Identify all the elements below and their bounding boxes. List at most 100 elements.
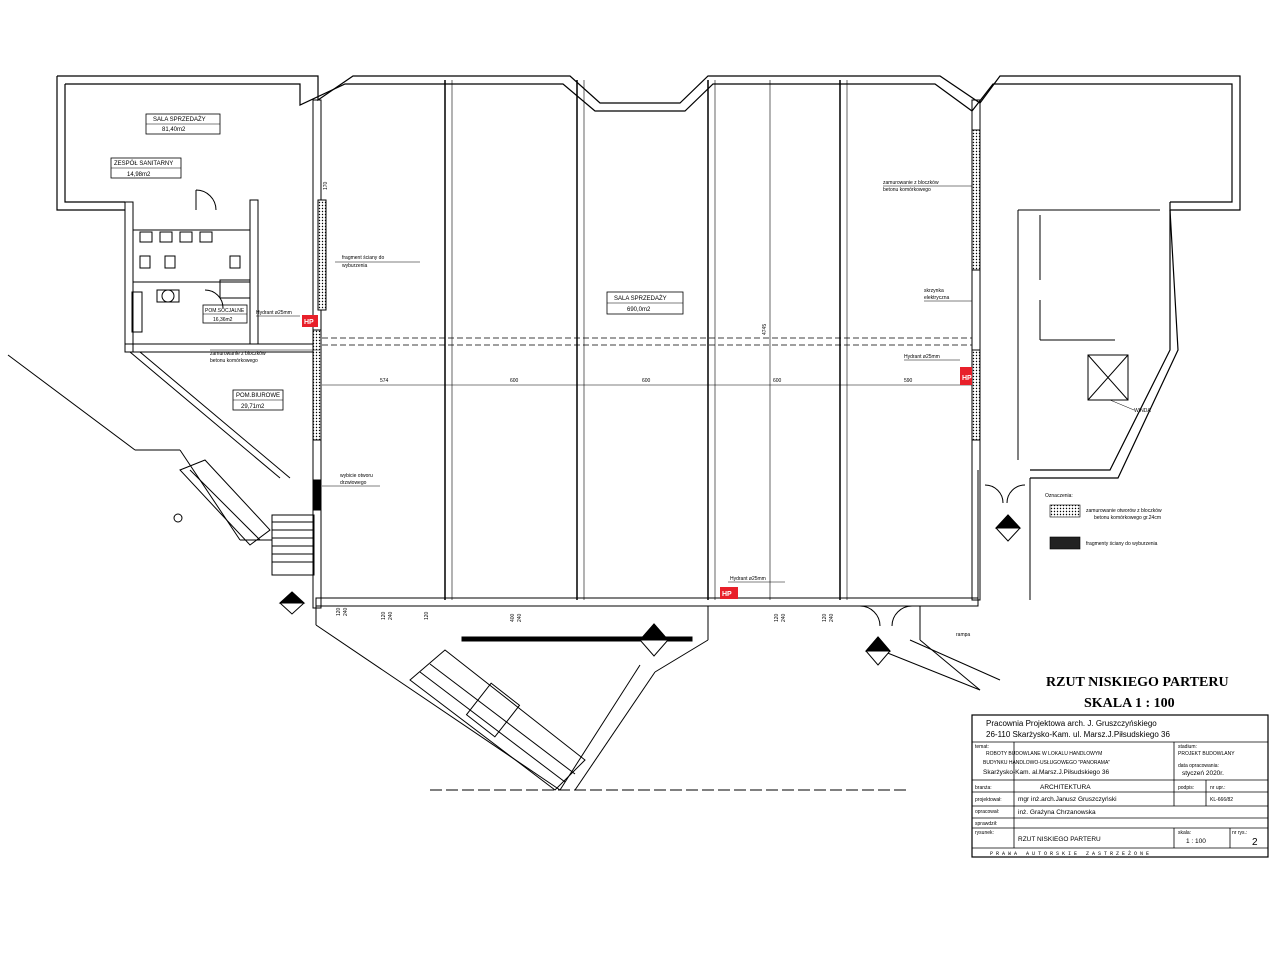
svg-text:Skarżysko-Kam. al.Marsz.J.Piłs: Skarżysko-Kam. al.Marsz.J.Piłsudskiego 3…	[983, 769, 1109, 776]
left-partition-wall	[312, 99, 327, 609]
sala-big-name: SALA SPRZEDAŻY	[614, 295, 667, 302]
svg-text:240: 240	[517, 613, 523, 622]
office-name: POM.BIUROWE	[236, 393, 280, 399]
svg-text:sprawdził:: sprawdził:	[975, 821, 997, 827]
dimensions: 574 600 600 600 590 120 240 120 240 120 …	[323, 181, 913, 622]
svg-text:skrzynka: skrzynka	[924, 288, 944, 294]
svg-text:fragmenty ściany do wyburzenia: fragmenty ściany do wyburzenia	[1086, 541, 1158, 547]
svg-text:temat:: temat:	[975, 744, 989, 750]
svg-text:600: 600	[642, 378, 651, 384]
hydrant-left-box	[302, 315, 318, 327]
svg-text:data opracowania:: data opracowania:	[1178, 763, 1219, 769]
svg-text:rampa: rampa	[956, 632, 970, 638]
svg-text:zamurowanie z bloczków: zamurowanie z bloczków	[210, 351, 266, 357]
svg-text:Pracownia Projektowa arch. J.: Pracownia Projektowa arch. J. Gruszczyńs…	[986, 719, 1157, 728]
svg-text:PRAWA AUTORSKIE ZASTRZEŻONE: PRAWA AUTORSKIE ZASTRZEŻONE	[990, 850, 1152, 857]
sala-big-area: 690,0m2	[627, 307, 651, 313]
svg-text:wybicie otworu: wybicie otworu	[340, 473, 373, 479]
title-block	[971, 714, 1269, 858]
svg-text:RZUT NISKIEGO PARTERU: RZUT NISKIEGO PARTERU	[1046, 675, 1229, 690]
svg-text:HP: HP	[962, 375, 972, 382]
structural-grid	[322, 80, 972, 600]
svg-text:120: 120	[336, 607, 342, 616]
svg-text:Hydrant ø25mm: Hydrant ø25mm	[730, 576, 766, 582]
svg-text:branża:: branża:	[975, 785, 992, 791]
svg-text:26-110 Skarżysko-Kam. ul. Mars: 26-110 Skarżysko-Kam. ul. Marsz.J.Piłsud…	[986, 730, 1170, 739]
sala-small-area: 81,40m2	[162, 127, 186, 133]
svg-text:240: 240	[343, 607, 349, 616]
title-block-text: Pracownia Projektowa arch. J. Gruszczyńs…	[975, 719, 1258, 857]
svg-text:KL-666/82: KL-666/82	[1210, 797, 1233, 803]
level-markers	[278, 514, 1022, 666]
svg-text:podpis:: podpis:	[1178, 785, 1194, 791]
svg-text:Hydrant ø25mm: Hydrant ø25mm	[904, 354, 940, 360]
svg-text:betonu komórkowego gr.24cm: betonu komórkowego gr.24cm	[1094, 515, 1161, 521]
social-name: POM.SOCJALNE	[205, 308, 245, 314]
svg-text:574: 574	[380, 378, 389, 384]
office-area: 29,71m2	[241, 404, 265, 410]
svg-text:120: 120	[774, 613, 780, 622]
svg-text:4745: 4745	[762, 324, 768, 335]
svg-text:nr upr.:: nr upr.:	[1210, 785, 1226, 791]
svg-text:240: 240	[829, 613, 835, 622]
svg-text:WINDA: WINDA	[1134, 408, 1151, 414]
bottom-wall	[315, 470, 1031, 791]
svg-text:betonu komórkowego: betonu komórkowego	[210, 358, 258, 364]
left-rooms-walls	[124, 189, 318, 353]
svg-text:120: 120	[822, 613, 828, 622]
annotations: fragment ściany do wyburzenia Hydrant ø2…	[210, 180, 1151, 638]
svg-text:400: 400	[510, 613, 516, 622]
legend: Oznaczenia: zamurowanie otworów z bloczk…	[1045, 493, 1162, 550]
svg-text:mgr inż.arch.Janusz Gruszczyńs: mgr inż.arch.Janusz Gruszczyński	[1018, 796, 1117, 803]
svg-text:HP: HP	[722, 591, 732, 598]
svg-text:HP: HP	[304, 319, 314, 326]
svg-text:inż. Grażyna Chrzanowska: inż. Grażyna Chrzanowska	[1018, 809, 1096, 816]
svg-text:projektował:: projektował:	[975, 797, 1002, 803]
stairs-left	[7, 351, 315, 576]
hydrant-bottom-box	[720, 587, 738, 599]
svg-text:fragment ściany do: fragment ściany do	[342, 255, 384, 261]
svg-text:zamurowanie otworów z bloczków: zamurowanie otworów z bloczków	[1086, 508, 1162, 514]
svg-text:SKALA 1 : 100: SKALA 1 : 100	[1084, 696, 1175, 711]
svg-text:2: 2	[1252, 837, 1258, 848]
svg-text:RZUT NISKIEGO PARTERU: RZUT NISKIEGO PARTERU	[1018, 836, 1101, 843]
sala-small-name: SALA SPRZEDAŻY	[153, 116, 206, 123]
svg-text:drzwiowego: drzwiowego	[340, 480, 367, 486]
stairs-bottom	[409, 636, 1001, 791]
hydrant-right-box	[960, 367, 972, 385]
drawing-title: RZUT NISKIEGO PARTERU SKALA 1 : 100	[1046, 675, 1229, 711]
svg-text:PROJEKT BUDOWLANY: PROJEKT BUDOWLANY	[1178, 751, 1235, 757]
svg-text:nr rys.:: nr rys.:	[1232, 830, 1247, 836]
svg-text:zamurowanie z bloczków: zamurowanie z bloczków	[883, 180, 939, 186]
svg-text:240: 240	[388, 611, 394, 620]
svg-text:1 : 100: 1 : 100	[1186, 838, 1206, 845]
room-labels: SALA SPRZEDAŻY 81,40m2 ZESPÓŁ SANITARNY …	[110, 113, 684, 411]
svg-text:120: 120	[424, 611, 430, 620]
svg-text:240: 240	[781, 613, 787, 622]
svg-text:BUDYNKU HANDLOWO-USŁUGOWEGO "P: BUDYNKU HANDLOWO-USŁUGOWEGO "PANORAMA"	[983, 760, 1110, 766]
svg-text:elektryczna: elektryczna	[924, 295, 950, 301]
svg-text:opracował:: opracował:	[975, 809, 999, 815]
svg-text:stadium:: stadium:	[1178, 744, 1197, 750]
svg-text:120: 120	[381, 611, 387, 620]
svg-text:590: 590	[904, 378, 913, 384]
sanitary-area: 14,98m2	[127, 172, 151, 178]
building-outline	[56, 75, 1241, 479]
svg-text:Hydrant ø25mm: Hydrant ø25mm	[256, 310, 292, 316]
sanitary-name: ZESPÓŁ SANITARNY	[114, 160, 173, 167]
svg-text:600: 600	[773, 378, 782, 384]
social-area: 16,36m2	[213, 317, 233, 323]
svg-text:600: 600	[510, 378, 519, 384]
right-partition-wall	[971, 99, 1160, 601]
svg-text:wyburzenia: wyburzenia	[342, 263, 368, 269]
svg-text:ROBOTY BUDOWLANE W LOKALU HAND: ROBOTY BUDOWLANE W LOKALU HANDLOWYM	[986, 751, 1102, 757]
svg-text:ARCHITEKTURA: ARCHITEKTURA	[1040, 784, 1091, 791]
svg-text:Oznaczenia:: Oznaczenia:	[1045, 493, 1073, 499]
svg-text:styczeń 2020r.: styczeń 2020r.	[1182, 770, 1224, 777]
svg-text:betonu komórkowego: betonu komórkowego	[883, 187, 931, 193]
svg-text:skala:: skala:	[1178, 830, 1191, 836]
svg-text:rysunek:: rysunek:	[975, 830, 994, 836]
svg-text:170: 170	[323, 181, 329, 190]
hydrant-markers: HP HP HP	[302, 315, 972, 599]
